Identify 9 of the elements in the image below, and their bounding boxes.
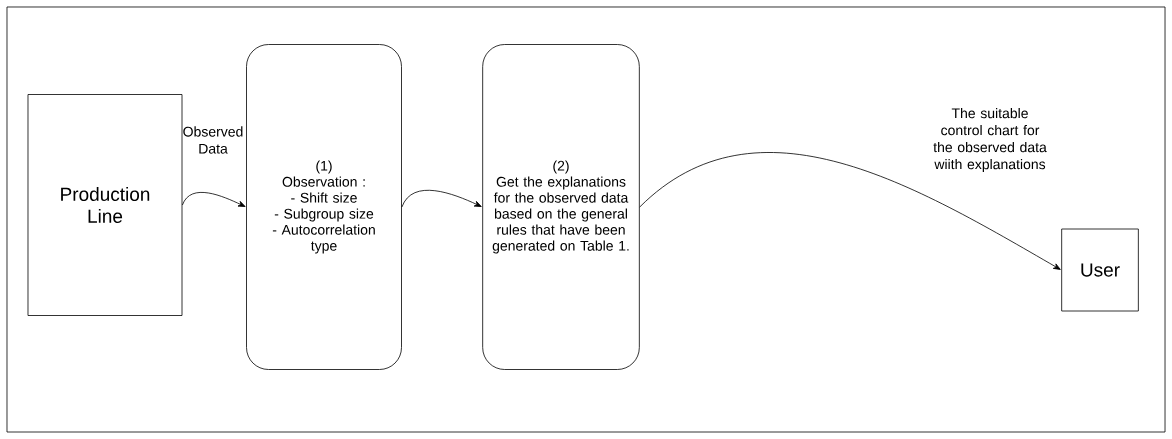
arrow — [401, 189, 482, 208]
arrow — [639, 152, 1061, 270]
rounded-process-box: (1) Observation : - Shift size - Subgroup size - Autocorrelation type — [246, 44, 402, 370]
edge-label: The suitable control chart for the observed data wiith explanations — [933, 107, 1047, 172]
edge-label: Observed Data — [183, 126, 243, 154]
rounded-process-box: (2) Get the explanations for the observed data based on the general rules that have been generated on Table 1. — [482, 44, 640, 370]
box: User — [1061, 228, 1139, 312]
arrow — [182, 192, 246, 207]
box: Production Line — [27, 94, 183, 316]
